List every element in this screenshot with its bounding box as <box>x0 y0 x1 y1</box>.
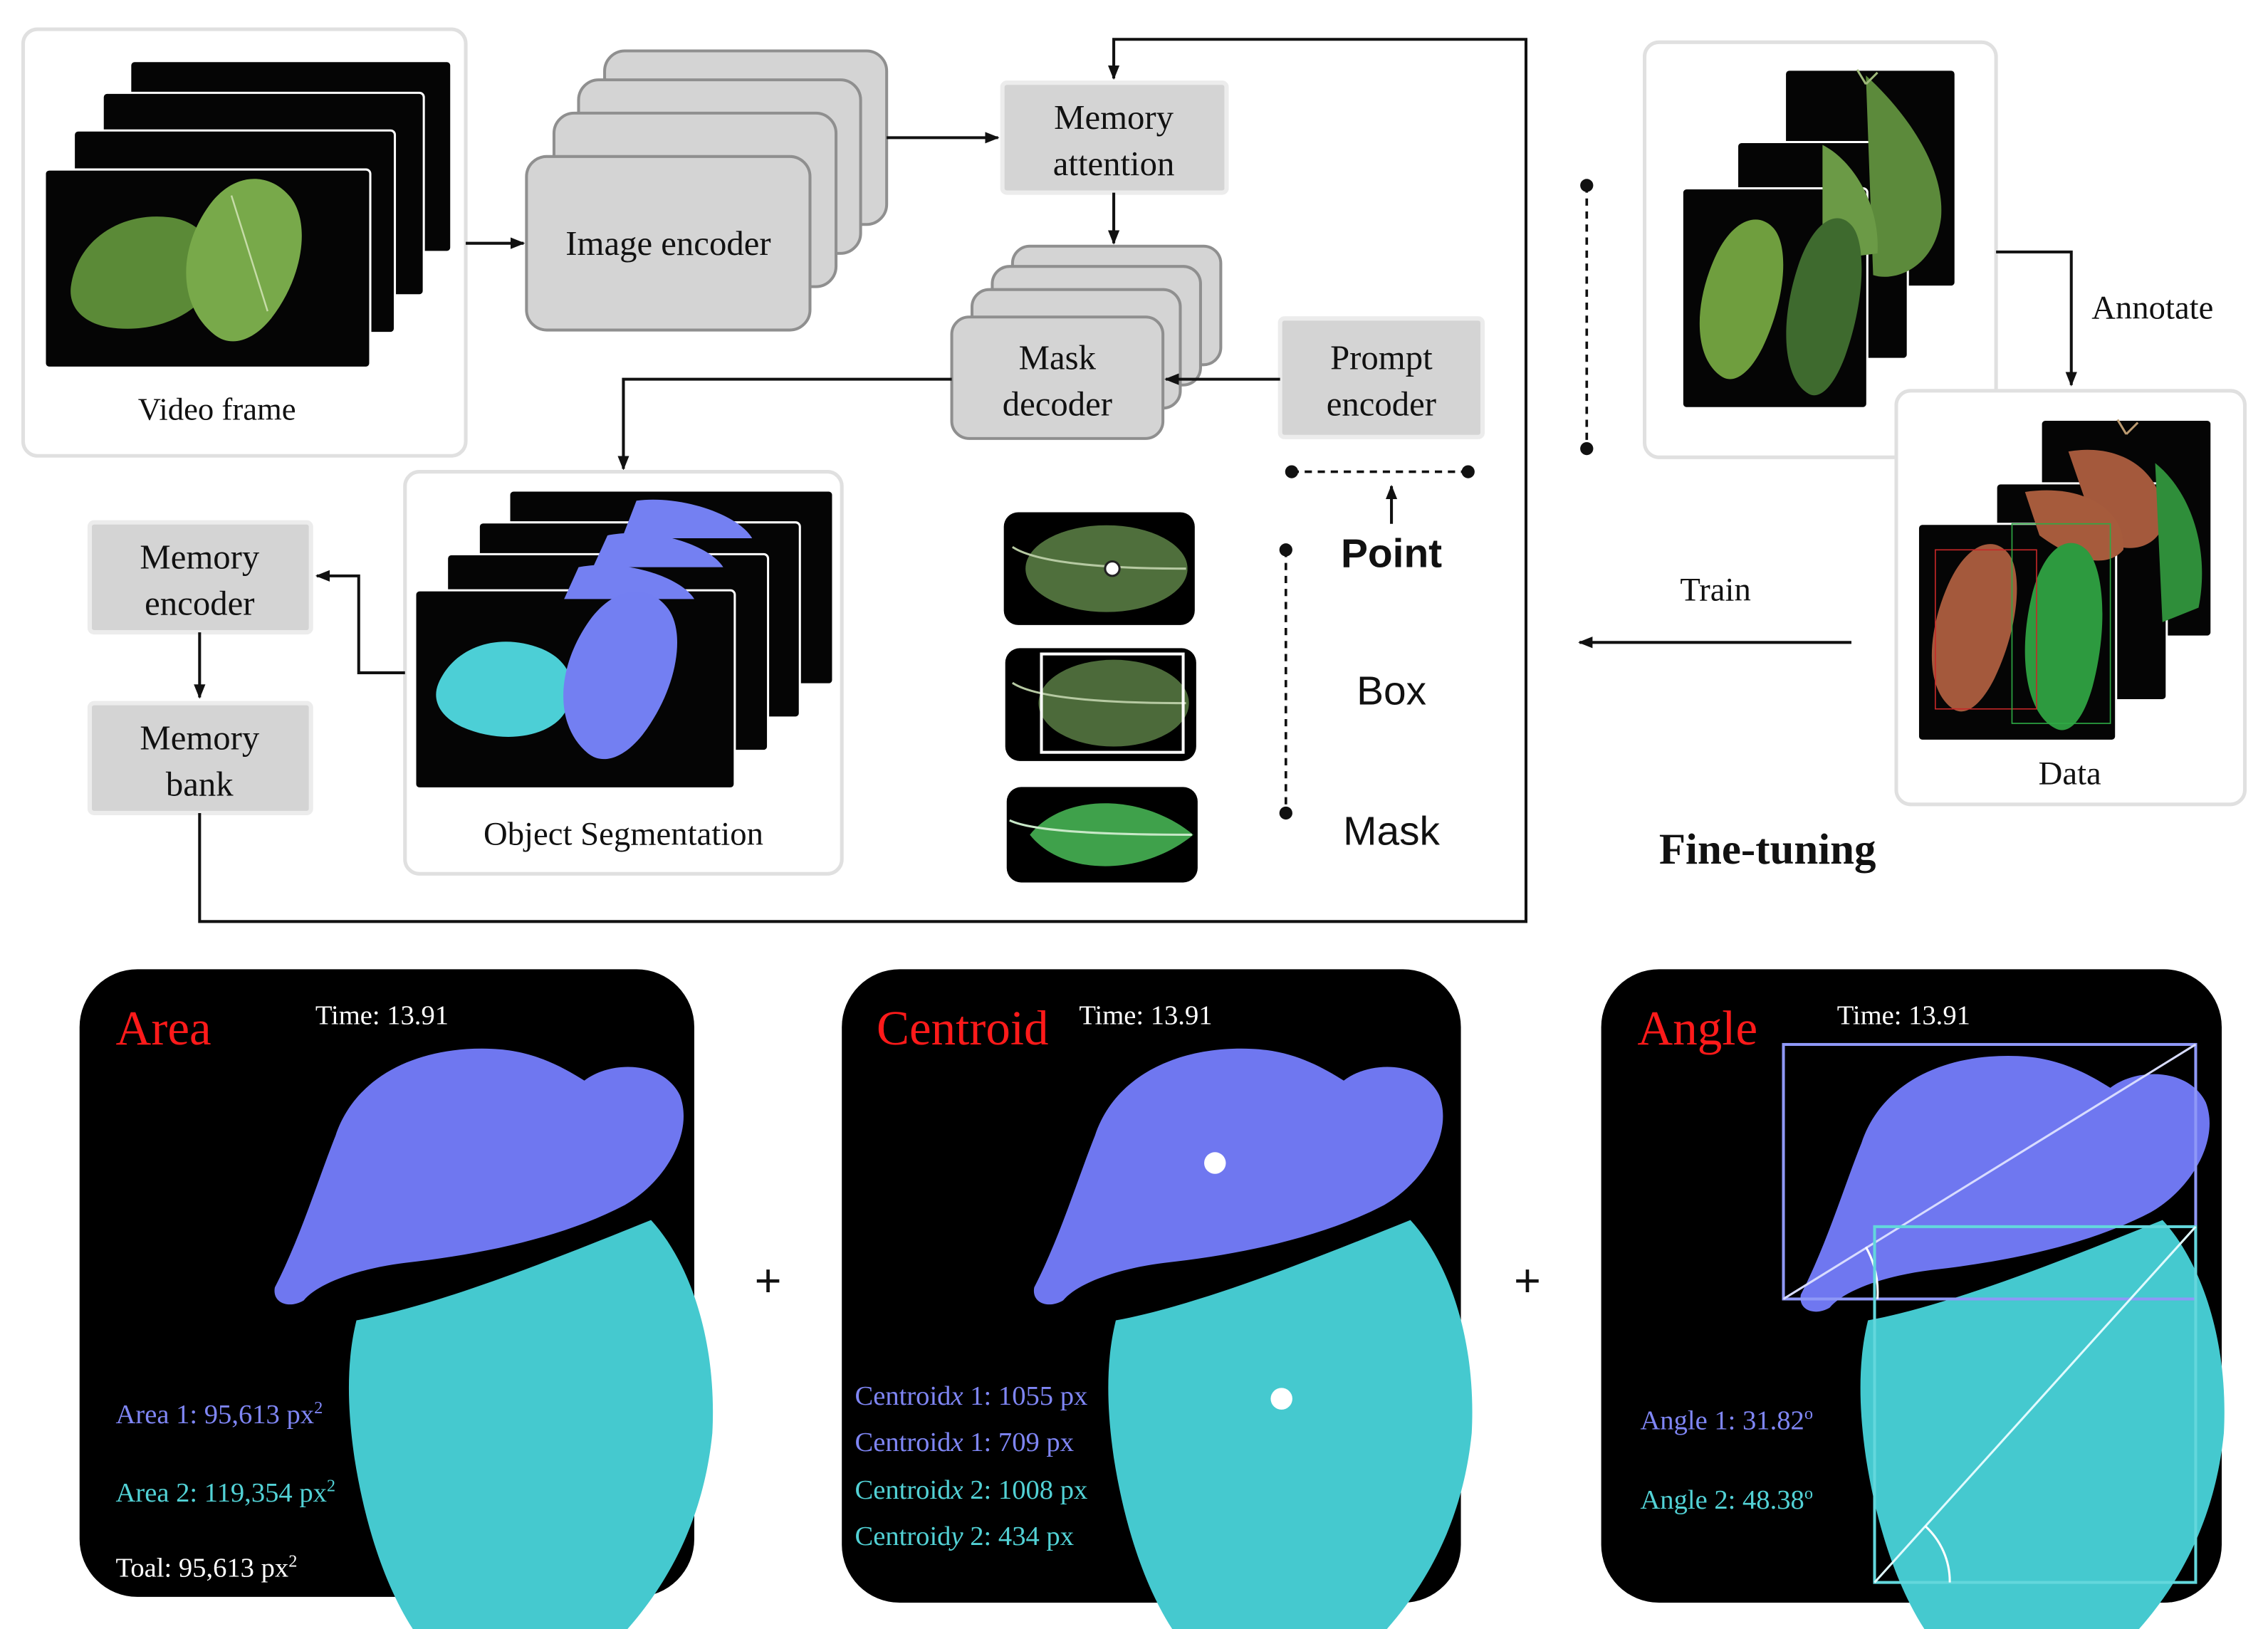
angle-bbox-1 <box>1782 1042 2198 1301</box>
memory-attention-line1: Memory <box>1054 98 1174 137</box>
area-total: Toal: 95,613 px2 <box>116 1551 298 1583</box>
video-frame-label: Video frame <box>138 391 296 426</box>
plus-sign-2: + <box>1514 1254 1541 1306</box>
centroid-line-4: Centroidy 2: 434 px <box>855 1521 1074 1551</box>
finetune-divider <box>1580 179 1594 456</box>
finetuning-title: Fine-tuning <box>1659 826 1876 874</box>
memory-encoder-line2: encoder <box>145 585 254 623</box>
area-title: Area <box>116 1000 211 1055</box>
prompt-mask-thumbnail <box>1006 787 1198 883</box>
arrow-annotate <box>1996 250 2077 387</box>
arrow-segmentation-to-memory-encoder <box>315 570 405 674</box>
centroid-time: Time: 13.91 <box>1079 1001 1212 1031</box>
prompt-box-label: Box <box>1357 669 1426 714</box>
centroid-dot-2 <box>1270 1388 1292 1410</box>
centroid-line-2: Centroidx 1: 709 px <box>855 1428 1074 1457</box>
data-label: Data <box>2039 755 2101 792</box>
object-segmentation-panel: Object Segmentation <box>403 470 844 876</box>
area-time: Time: 13.91 <box>315 1001 449 1031</box>
prompt-point-thumbnail <box>1003 512 1195 625</box>
image-encoder-stack: Image encoder <box>525 49 889 332</box>
box-prompt-rect <box>1040 652 1185 754</box>
area-panel: Area Time: 13.91 Area 1: 95,613 px2 Area… <box>79 969 733 1629</box>
arrow-decoder-to-segmentation <box>617 377 952 471</box>
memory-bank-box: Memory bank <box>87 701 313 816</box>
prompt-mask-label: Mask <box>1343 810 1440 854</box>
mask-decoder-line2: decoder <box>1003 384 1112 423</box>
mask-decoder-line1: Mask <box>1019 338 1097 377</box>
prompt-point-label: Point <box>1341 532 1442 577</box>
memory-loop-arrow <box>198 38 1527 923</box>
angle-line-2: Angle 2: 48.38o <box>1640 1484 1813 1515</box>
memory-attention-box: Memory attention <box>1000 80 1229 195</box>
centroid-line-3: Centroidx 2: 1008 px <box>855 1475 1087 1505</box>
image-encoder-label: Image encoder <box>565 224 770 263</box>
prompt-encoder-line2: encoder <box>1327 384 1436 423</box>
memory-bank-line2: bank <box>166 765 234 804</box>
raw-images-panel <box>1642 40 1998 459</box>
angle-bbox-2 <box>1873 1225 2198 1584</box>
mask-decoder-stack: Mask decoder <box>950 244 1223 440</box>
centroid-dot-1 <box>1204 1152 1226 1174</box>
annotated-data-panel: Data <box>1894 389 2247 807</box>
memory-bank-line1: Memory <box>140 719 260 758</box>
prompt-encoder-line1: Prompt <box>1330 338 1433 377</box>
train-label: Train <box>1680 571 1751 608</box>
memory-encoder-box: Memory encoder <box>87 520 313 635</box>
video-frame-stack <box>43 60 453 369</box>
plus-sign-1: + <box>755 1254 782 1306</box>
memory-encoder-line1: Memory <box>140 538 260 577</box>
prompt-box-thumbnail <box>1005 648 1196 761</box>
prompt-encoder-box: Prompt encoder <box>1277 316 1485 439</box>
object-segmentation-label: Object Segmentation <box>484 816 763 853</box>
angle-panel: Angle Time: 13.91 Angle 1: 31.82o Angle … <box>1601 969 2245 1629</box>
centroid-title: Centroid <box>877 1000 1049 1055</box>
centroid-panel: Centroid Time: 13.91 Centroidx 1: 1055 p… <box>842 969 1493 1629</box>
annotate-label: Annotate <box>2091 289 2213 326</box>
angle-time: Time: 13.91 <box>1837 1001 1970 1031</box>
centroid-line-1: Centroidx 1: 1055 px <box>855 1381 1087 1411</box>
angle-title: Angle <box>1637 1000 1757 1055</box>
area-line-2: Area 2: 119,354 px2 <box>116 1477 336 1508</box>
memory-attention-line2: attention <box>1053 145 1175 183</box>
video-frame-panel: Video frame <box>21 27 468 458</box>
point-prompt-dot <box>1104 560 1121 577</box>
area-line-1: Area 1: 95,613 px2 <box>116 1398 323 1430</box>
angle-line-1: Angle 1: 31.82o <box>1640 1404 1813 1435</box>
prompt-selector: Point Box Mask <box>1279 465 1475 854</box>
